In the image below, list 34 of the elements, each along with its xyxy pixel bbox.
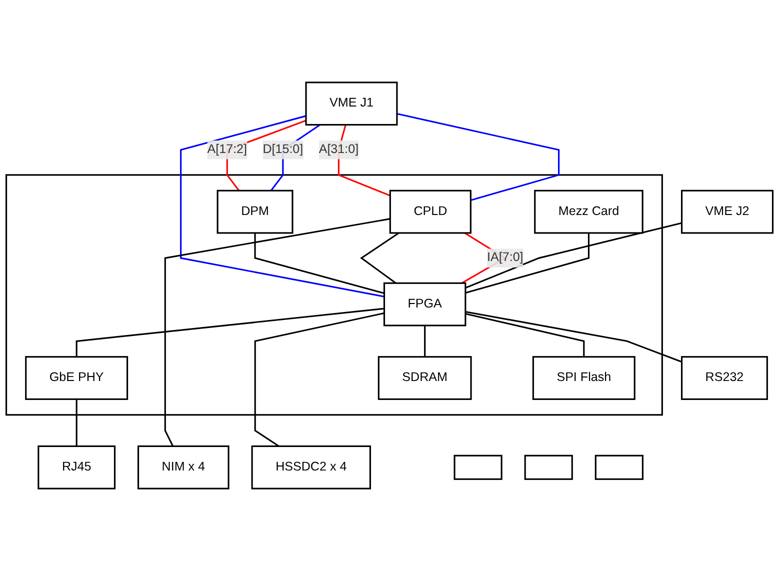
- connector: [465, 232, 590, 294]
- node-box: CPLD: [389, 190, 472, 234]
- edge-label: A[17:2]: [207, 142, 248, 156]
- connector: [76, 308, 384, 357]
- node-box: VME J2: [680, 190, 774, 234]
- node-box: [524, 454, 573, 480]
- node-box: RS232: [680, 356, 768, 400]
- edge-label: IA[7:0]: [487, 251, 524, 264]
- node-box: HSSDC2 x 4: [251, 445, 371, 490]
- node-box: FPGA: [383, 282, 466, 326]
- connector: [180, 115, 384, 298]
- node-box: SPI Flash: [532, 356, 636, 400]
- node-box: [454, 454, 502, 480]
- edge-label: D[15:0]: [262, 142, 304, 156]
- cluster: [5, 174, 663, 416]
- node-box: SDRAM: [378, 356, 472, 400]
- node-box: NIM x 4: [137, 445, 230, 490]
- connector: [465, 312, 585, 357]
- node-box: GbE PHY: [25, 356, 128, 400]
- connector: [465, 222, 682, 289]
- connector: [164, 218, 390, 447]
- connector: [396, 112, 560, 201]
- connector: [254, 232, 384, 294]
- connector: [424, 325, 426, 357]
- node-box: VME J1: [305, 82, 398, 126]
- node-box: DPM: [216, 190, 294, 234]
- node-box: RJ45: [38, 445, 116, 490]
- connector: [465, 310, 682, 363]
- connector: [226, 120, 306, 192]
- connector: [254, 312, 384, 447]
- node-box: Mezz Card: [534, 190, 644, 234]
- edge-label: A[31:0]: [318, 142, 359, 156]
- connector: [76, 399, 78, 446]
- node-box: [594, 454, 644, 480]
